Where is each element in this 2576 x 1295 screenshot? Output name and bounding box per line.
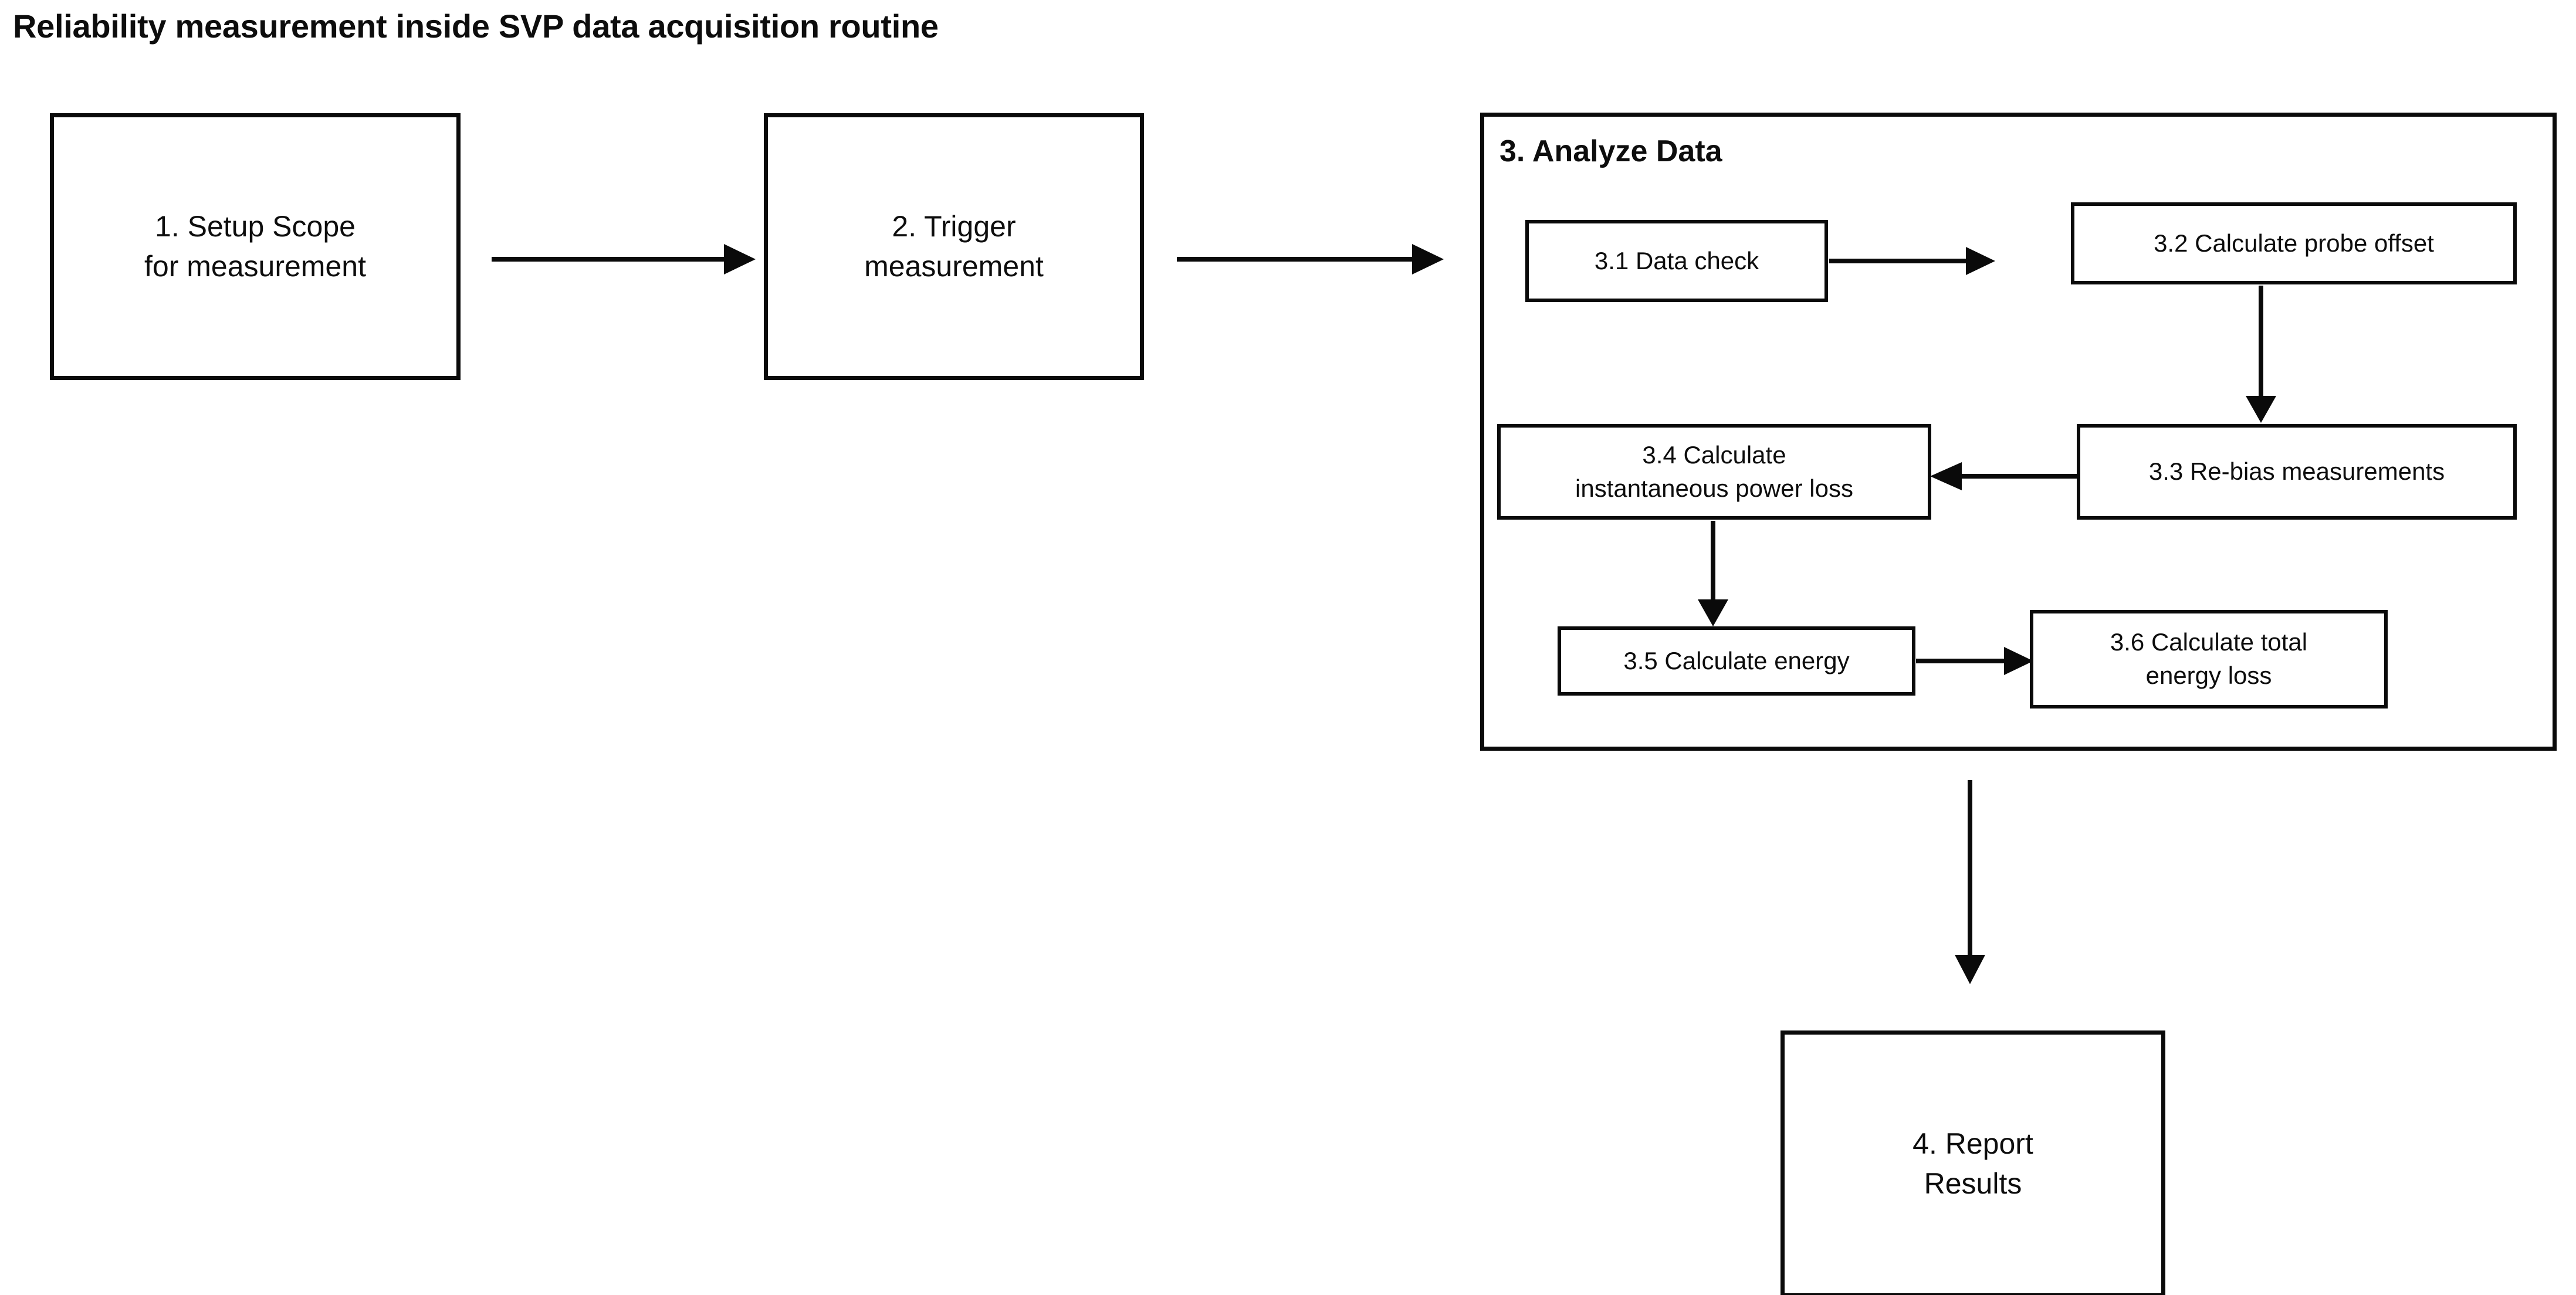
- arrow-step2-to-step3: [1177, 242, 1444, 277]
- node-step-3-2-label: 3.2 Calculate probe offset: [2154, 229, 2434, 257]
- node-step-4-line2: Results: [1924, 1167, 2022, 1200]
- node-step-1[interactable]: 1. Setup Scope for measurement: [50, 113, 461, 380]
- node-step-4-line1: 4. Report: [1912, 1127, 2033, 1160]
- node-step-3-3-label: 3.3 Re-bias measurements: [2148, 457, 2445, 486]
- node-step-2-line2: measurement: [864, 249, 1044, 283]
- node-step-3-6-label: 3.6 Calculate total energy loss: [2033, 626, 2384, 692]
- node-step-3-1-label: 3.1 Data check: [1594, 246, 1759, 274]
- node-step-3-1[interactable]: 3.1 Data check: [1525, 220, 1828, 302]
- node-step-3-6-line2: energy loss: [2145, 662, 2272, 689]
- node-step-3-4-line1: 3.4 Calculate: [1642, 440, 1786, 469]
- node-step-3-4-line2: instantaneous power loss: [1575, 474, 1853, 502]
- node-step-3-5-label: 3.5 Calculate energy: [1623, 646, 1850, 674]
- node-step-1-label: 1. Setup Scope for measurement: [54, 207, 456, 286]
- node-step-3-6-line1: 3.6 Calculate total: [2110, 628, 2308, 656]
- page-title: Reliability measurement inside SVP data …: [13, 8, 939, 45]
- node-step-3-5[interactable]: 3.5 Calculate energy: [1558, 626, 1915, 696]
- node-step-3-4[interactable]: 3.4 Calculate instantaneous power loss: [1497, 424, 1931, 520]
- node-step-2-line1: 2. Trigger: [892, 210, 1016, 243]
- node-step-2-label: 2. Trigger measurement: [768, 207, 1140, 286]
- node-step-2[interactable]: 2. Trigger measurement: [764, 113, 1144, 380]
- arrow-step1-to-step2: [492, 242, 756, 277]
- node-step-4[interactable]: 4. Report Results: [1780, 1030, 2165, 1295]
- node-step-3-6[interactable]: 3.6 Calculate total energy loss: [2030, 610, 2388, 708]
- node-step-1-line1: 1. Setup Scope: [155, 210, 356, 243]
- node-step-1-line2: for measurement: [144, 249, 366, 283]
- node-step-3-4-label: 3.4 Calculate instantaneous power loss: [1501, 439, 1928, 505]
- node-step-4-label: 4. Report Results: [1785, 1124, 2161, 1204]
- node-step-3-2[interactable]: 3.2 Calculate probe offset: [2071, 202, 2517, 284]
- node-step-3-title: 3. Analyze Data: [1499, 134, 1722, 168]
- arrow-step3-to-step4: [1952, 780, 1988, 984]
- node-step-3-3[interactable]: 3.3 Re-bias measurements: [2077, 424, 2517, 520]
